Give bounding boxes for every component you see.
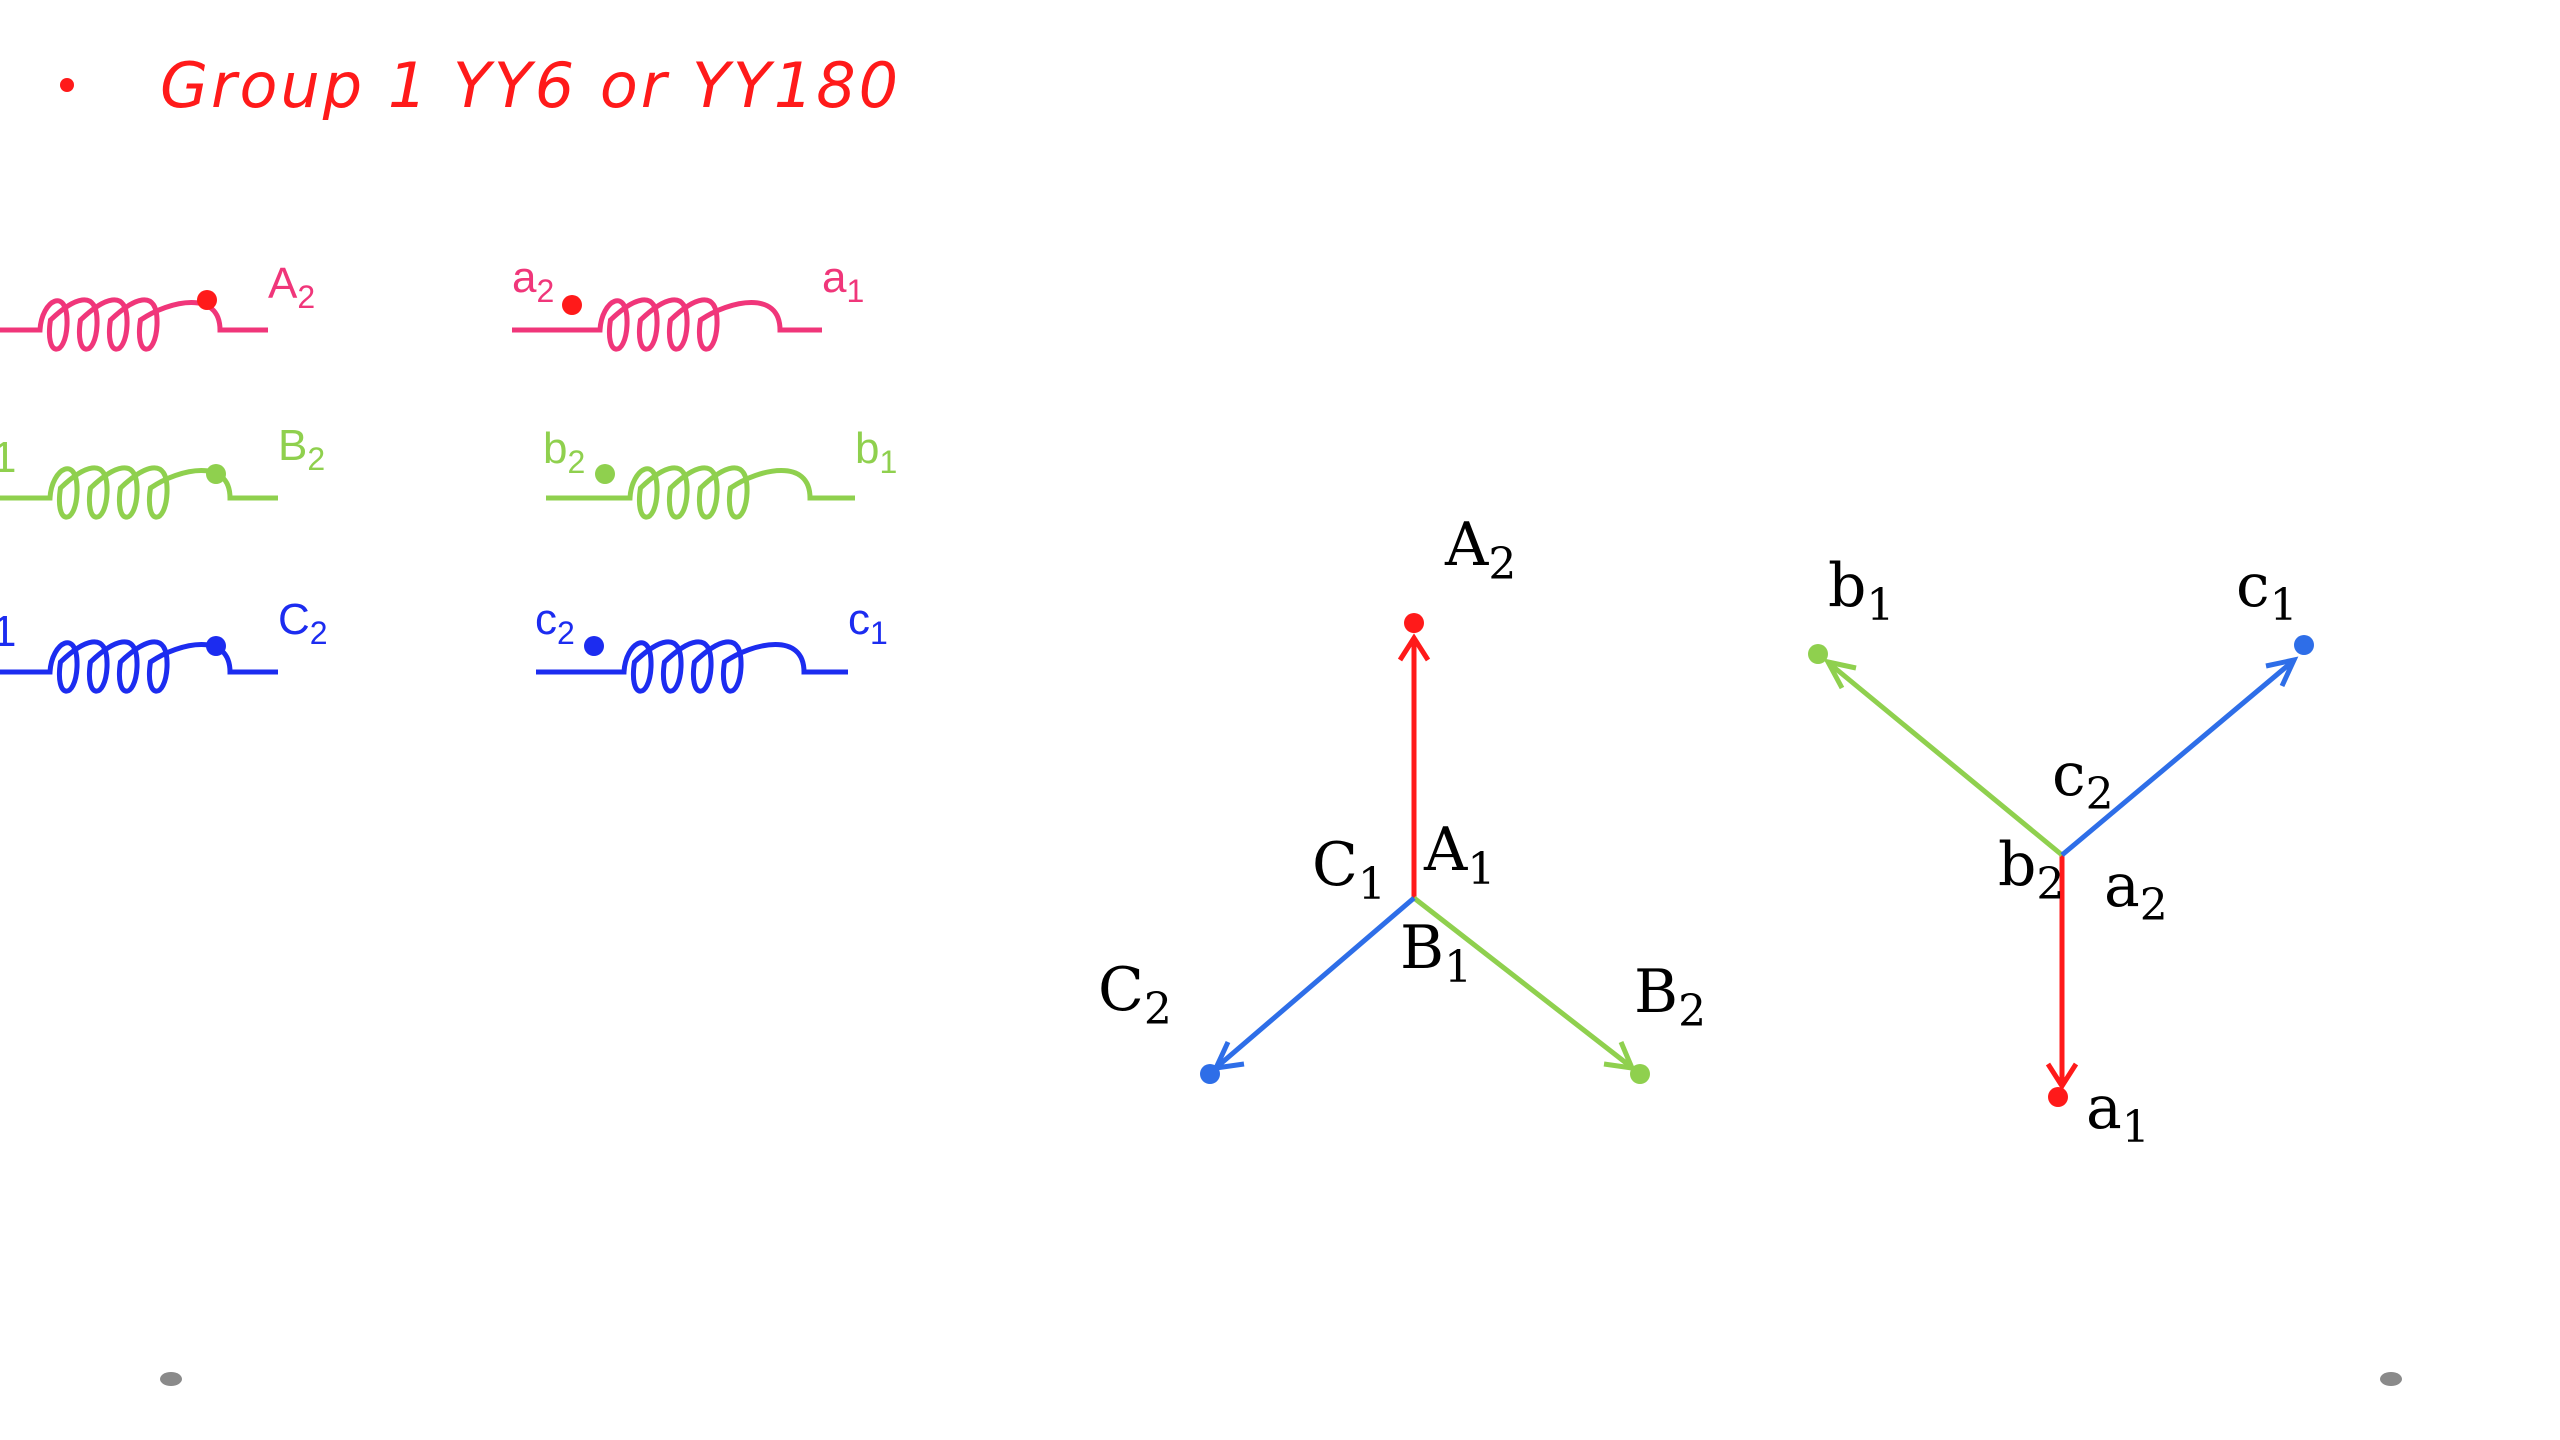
polarity-dot [206, 636, 226, 656]
secondary-winding-a: a2 a1 [512, 253, 864, 352]
polarity-dot [206, 464, 226, 484]
terminal-dot [1404, 613, 1424, 633]
label-C2: C2 [1098, 955, 1172, 1035]
label-B1: B1 [1400, 913, 1472, 993]
secondary-star-phasor: a1 b1 c1 a2 b2 c2 [1808, 551, 2314, 1153]
terminal-dot [1200, 1064, 1220, 1084]
secondary-winding-b: b2 b1 [543, 424, 897, 520]
label-b2: b2 [1998, 830, 2064, 910]
primary-winding-a: A2 [0, 259, 315, 352]
label-c1: c1 [2236, 551, 2298, 631]
phasor-C [1216, 896, 1416, 1068]
label-c2: c2 [2052, 740, 2114, 820]
slide-title: Group 1 YY6 or YY180 [60, 30, 901, 140]
nav-dot-left[interactable] [160, 1372, 182, 1386]
label-A1: A1 [1423, 815, 1495, 895]
terminal-dot [1808, 644, 1828, 664]
primary-winding-c: 1 C2 [0, 595, 328, 694]
label-C1: C1 [1312, 830, 1386, 910]
label-A2: A2 [1444, 510, 1516, 590]
coil-icon [512, 297, 822, 352]
label-a1: a1 [2086, 1073, 2150, 1153]
coil-icon [546, 465, 855, 520]
arrowhead-icon [1823, 658, 1857, 690]
terminal-label-C2: C2 [278, 595, 328, 651]
coil-icon [0, 465, 278, 520]
bullet-icon [60, 78, 74, 92]
nav-dot-right[interactable] [2380, 1372, 2402, 1386]
terminal-label-C1-partial: 1 [0, 607, 16, 656]
terminal-label-c1: c1 [848, 595, 888, 651]
title-text: Group 1 YY6 or YY180 [160, 48, 902, 122]
label-B2: B2 [1634, 957, 1706, 1037]
polarity-dot [584, 636, 604, 656]
terminal-label-a1: a1 [822, 253, 864, 309]
secondary-winding-c: c2 c1 [535, 595, 888, 694]
arrowhead-icon [1397, 633, 1431, 662]
terminal-dot [1630, 1064, 1650, 1084]
label-b1: b1 [1828, 551, 1894, 631]
terminal-label-a2: a2 [512, 253, 554, 309]
terminal-label-b1: b1 [855, 424, 897, 480]
terminal-label-B2: B2 [278, 421, 325, 477]
coil-icon [0, 297, 268, 352]
coil-icon [536, 639, 848, 694]
terminal-dot [2294, 635, 2314, 655]
terminal-label-A2: A2 [268, 259, 315, 315]
phasor-b [1828, 662, 2064, 857]
terminal-label-b2: b2 [543, 424, 585, 480]
phasor-c [2060, 660, 2294, 857]
phasor-B [1412, 896, 1632, 1068]
primary-winding-b: 1 B2 [0, 421, 325, 520]
coil-icon [0, 639, 278, 694]
terminal-dot [2048, 1087, 2068, 1107]
terminal-label-c2: c2 [535, 595, 575, 651]
polarity-dot [197, 290, 217, 310]
polarity-dot [595, 464, 615, 484]
arrowhead-icon [2265, 656, 2299, 688]
terminal-label-B1-partial: 1 [0, 433, 16, 482]
primary-star-phasor: A2 B2 C2 A1 B1 C1 [1098, 510, 1706, 1084]
label-a2: a2 [2104, 851, 2168, 931]
arrowhead-icon [2045, 1062, 2079, 1091]
polarity-dot [562, 295, 582, 315]
